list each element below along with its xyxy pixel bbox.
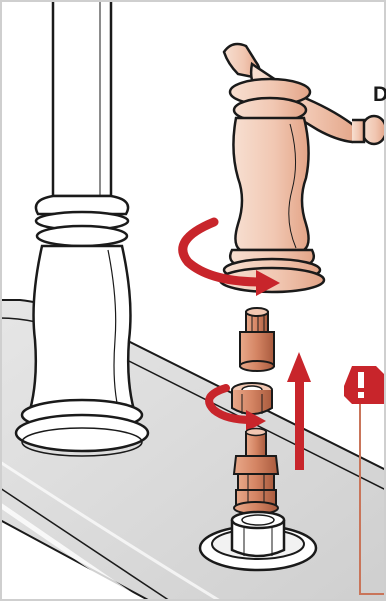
stem-adapter [240,308,274,371]
step-label: D [373,84,386,105]
spout-pillar [16,0,148,456]
lever-handle [220,44,386,292]
retaining-nut [232,383,272,414]
